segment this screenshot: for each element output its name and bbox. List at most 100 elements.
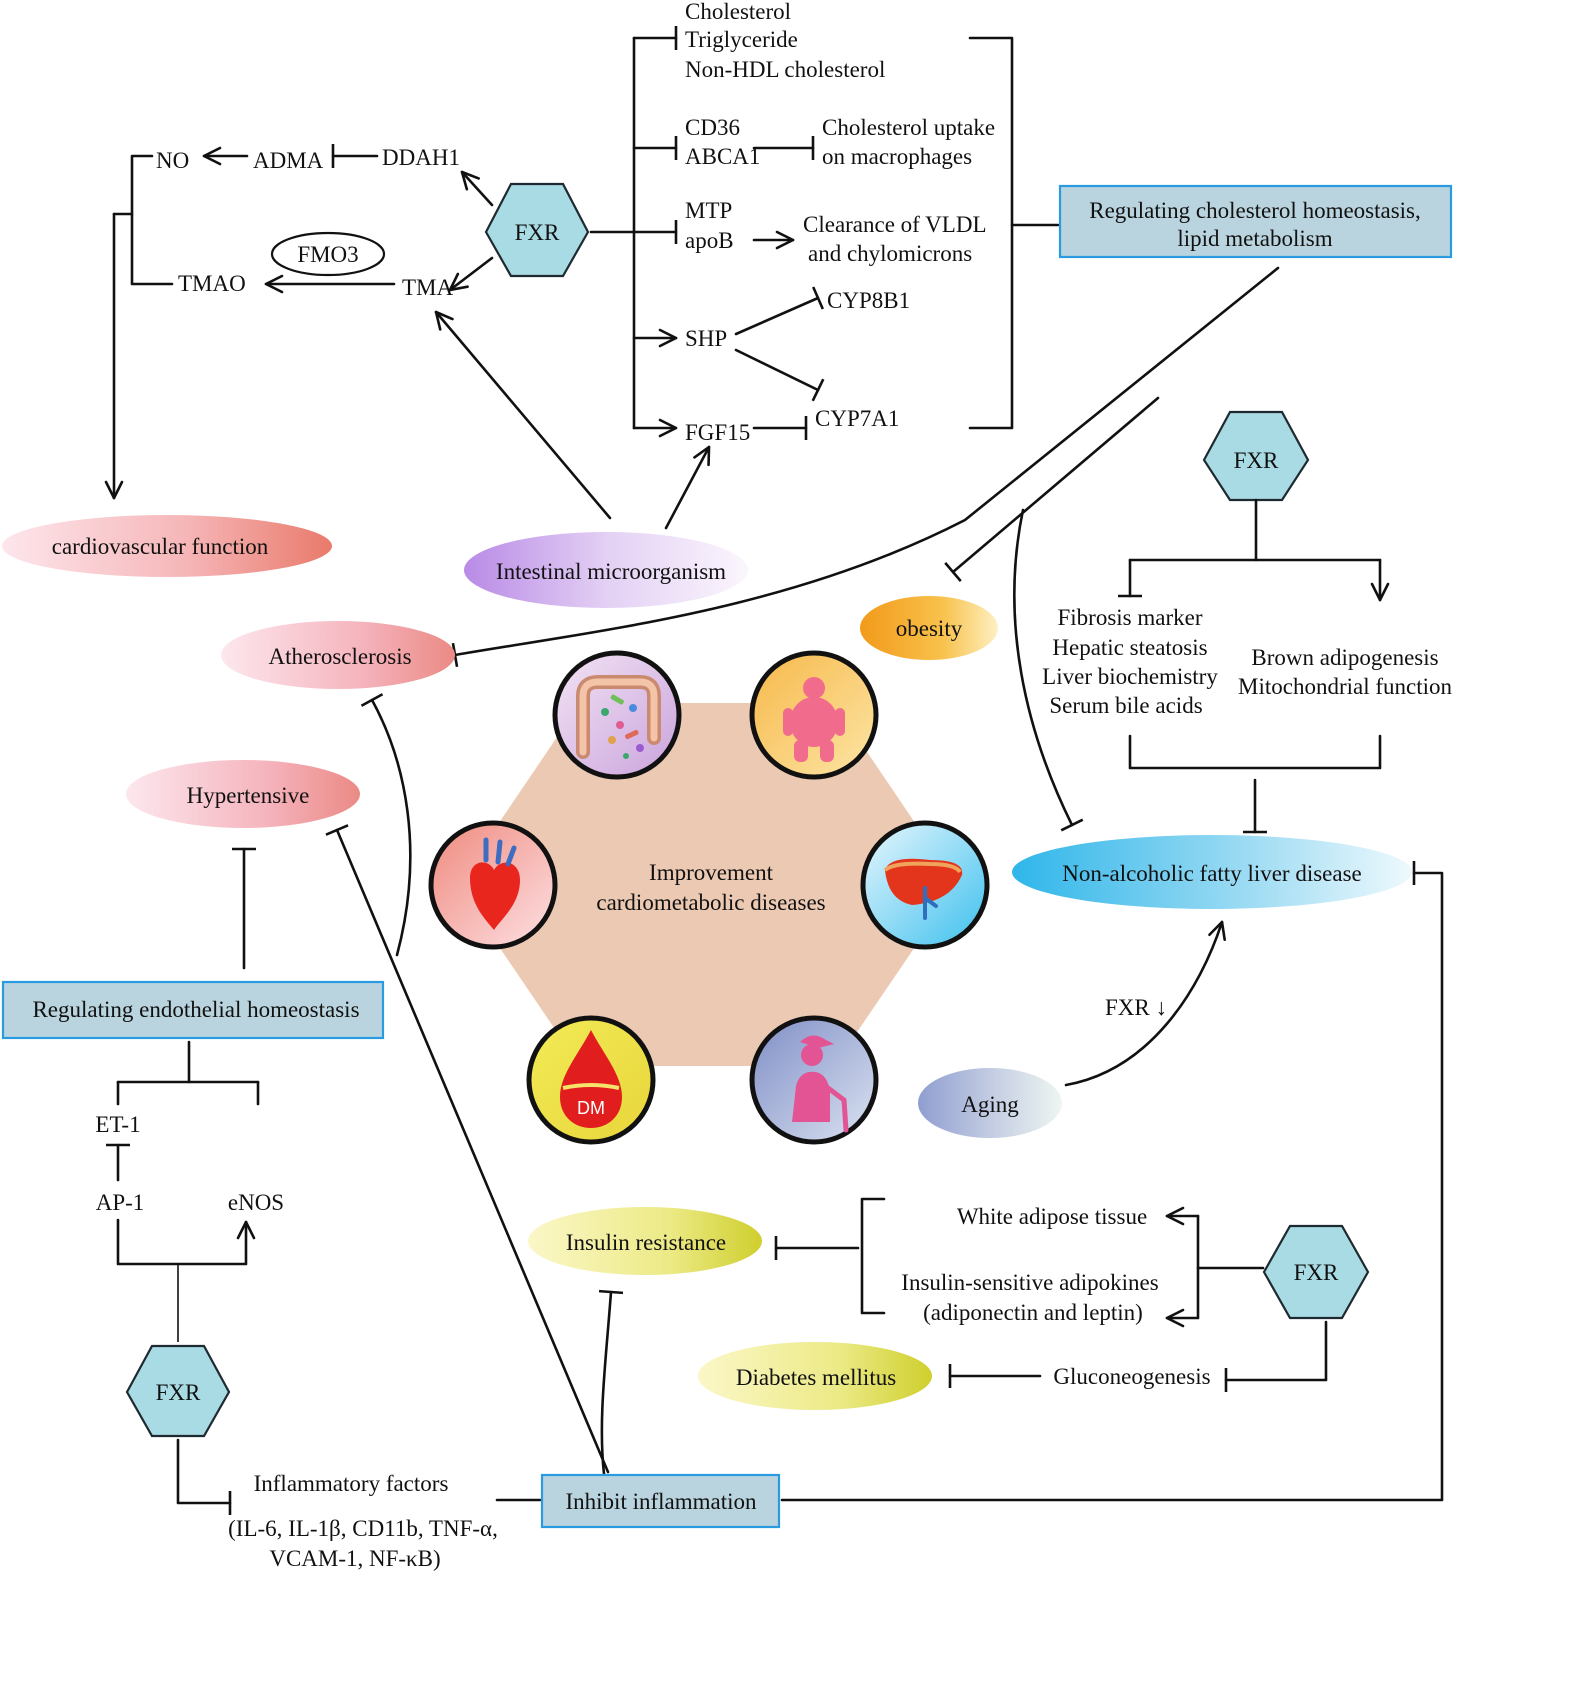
label-adipokines-1: Insulin-sensitive adipokines [901,1270,1158,1295]
liver-bracket [1128,734,1382,770]
fxr-label-right-top: FXR [1234,448,1279,473]
fxr-label-right-bottom: FXR [1294,1260,1339,1285]
label-cyp8b1: CYP8B1 [827,288,910,313]
cholesterol-box: Regulating cholesterol homeostasis, lipi… [1058,184,1453,259]
fxr-label: FXR [515,220,560,245]
insulin-resistance-shape [528,1207,762,1275]
label-biochemistry: Liver biochemistry [1042,664,1218,689]
aging-label: Aging [961,1092,1019,1117]
atherosclerosis-label: Atherosclerosis [268,644,411,669]
label-fmo3: FMO3 [297,242,358,267]
obesity-person-icon [749,650,879,780]
top-pathway: NO ADMA DDAH1 TMAO TMA FMO3 [104,144,711,530]
label-uptake-1: Cholesterol uptake [822,115,995,140]
label-inflam-2: (IL-6, IL-1β, CD11b, TNF-α, [228,1516,498,1541]
right-bracket [968,36,1014,430]
fxr-hexagon-right-top [1202,410,1310,502]
adipose-bracket [860,1197,886,1315]
fmo3-oval [270,231,386,277]
cardiovascular-label: cardiovascular function [52,534,269,559]
endothelial-box-label: Regulating endothelial homeostasis [32,997,359,1022]
oval-aging: Aging [918,1068,1062,1138]
inflammation-inhibits-nafld [780,861,1444,1502]
label-ddah1: DDAH1 [382,145,460,170]
label-gluconeogenesis: Gluconeogenesis [1053,1364,1210,1389]
label-fibrosis: Fibrosis marker [1057,605,1202,630]
label-et1: ET-1 [95,1112,140,1137]
hypertensive-label: Hypertensive [187,783,310,808]
obesity-shape [860,596,998,660]
box-inhibits-atherosclerosis [451,266,1280,668]
box-inhibits-nafld [1013,508,1084,832]
cholesterol-box-line1: Regulating cholesterol homeostasis, [1089,198,1421,223]
label-clearance-1: Clearance of VLDL [803,212,987,237]
oval-nafld: Non-alcoholic fatty liver disease [1012,835,1412,909]
label-apob: apoB [685,228,734,253]
label-no: NO [156,148,189,173]
aging-to-nafld-arrow [1064,920,1226,1087]
fxr-to-ap1-enos [116,1218,256,1266]
cholesterol-box-rect [1058,184,1453,259]
label-cd36: CD36 [685,115,740,140]
heart-icon [428,820,558,950]
center-line2: cardiometabolic diseases [596,890,825,915]
nafld-shape [1012,835,1412,909]
center-hexagon-shape [457,703,957,1066]
fxr-to-adipokines [1165,1214,1200,1328]
microbe-to-fgf15-arrow [664,445,711,530]
elderly-person-icon [749,1015,879,1145]
label-cyp7a1: CYP7A1 [815,406,899,431]
fxr-inhibits-gluconeogenesis [1224,1320,1328,1392]
label-tmao: TMAO [178,271,246,296]
oval-intestinal: Intestinal microorganism [464,532,748,608]
fxr-hexagon-top: FXR [484,182,590,278]
endothelial-box [1,980,385,1040]
liver-icon [860,820,990,950]
hypertensive-shape [126,760,360,828]
shp-inhibits-cyp7a1 [734,348,825,402]
oval-hypertensive: Hypertensive [126,760,360,828]
diabetes-label: Diabetes mellitus [736,1365,896,1390]
oval-cardiovascular: cardiovascular function [2,515,332,577]
label-mtp: MTP [685,198,732,223]
label-non-hdl: Non-HDL cholesterol [685,57,885,82]
intestinal-label: Intestinal microorganism [496,559,726,584]
label-steatosis: Hepatic steatosis [1052,635,1207,660]
oval-diabetes: Diabetes mellitus [698,1342,932,1410]
inflammation-inhibits-insulin [598,1289,624,1476]
endothelial-panel: Regulating endothelial homeostasis ET-1 … [1,693,542,1571]
label-fgf15: FGF15 [685,420,750,445]
center-hexagon: Improvement cardiometabolic diseases [457,703,957,1066]
cholesterol-box-line2: lipid metabolism [1177,226,1332,251]
inflammation-box-rect [540,1473,781,1529]
label-triglyceride: Triglyceride [685,27,798,52]
label-fxr-down: FXR ↓ [1105,995,1167,1020]
oval-atherosclerosis: Atherosclerosis [221,621,455,689]
no-tmao-bracket [130,154,174,286]
label-inflam-3: VCAM-1, NF-κB) [269,1546,440,1571]
label-shp: SHP [685,326,727,351]
center-line1: Improvement [649,860,774,885]
oval-obesity: obesity [860,596,998,660]
label-abca1: ABCA1 [685,144,760,169]
label-white: White adipose tissue [957,1204,1147,1229]
box-inhibits-obesity [944,396,1160,582]
label-tma: TMA [402,275,454,300]
diabetes-shape [698,1342,932,1410]
label-uptake-2: on macrophages [822,144,972,169]
label-enos: eNOS [228,1190,284,1215]
label-adipokines-2: (adiponectin and leptin) [923,1300,1143,1325]
inflammation-box: Inhibit inflammation [325,824,1444,1529]
diabetes-drop-icon: DM [526,1015,656,1145]
label-clearance-2: and chylomicrons [808,241,972,266]
label-adma: ADMA [253,148,324,173]
atherosclerosis-shape [221,621,455,689]
label-bile-acids: Serum bile acids [1049,693,1202,718]
endothelial-inhibits-atherosclerosis [360,693,412,957]
intestine-icon [552,650,682,780]
lipid-targets: Cholesterol Triglyceride Non-HDL cholest… [589,0,1060,445]
label-inflam-1: Inflammatory factors [254,1471,449,1496]
label-brown: Brown adipogenesis [1251,645,1438,670]
fxr-inhibits-inflammatory [176,1438,232,1515]
